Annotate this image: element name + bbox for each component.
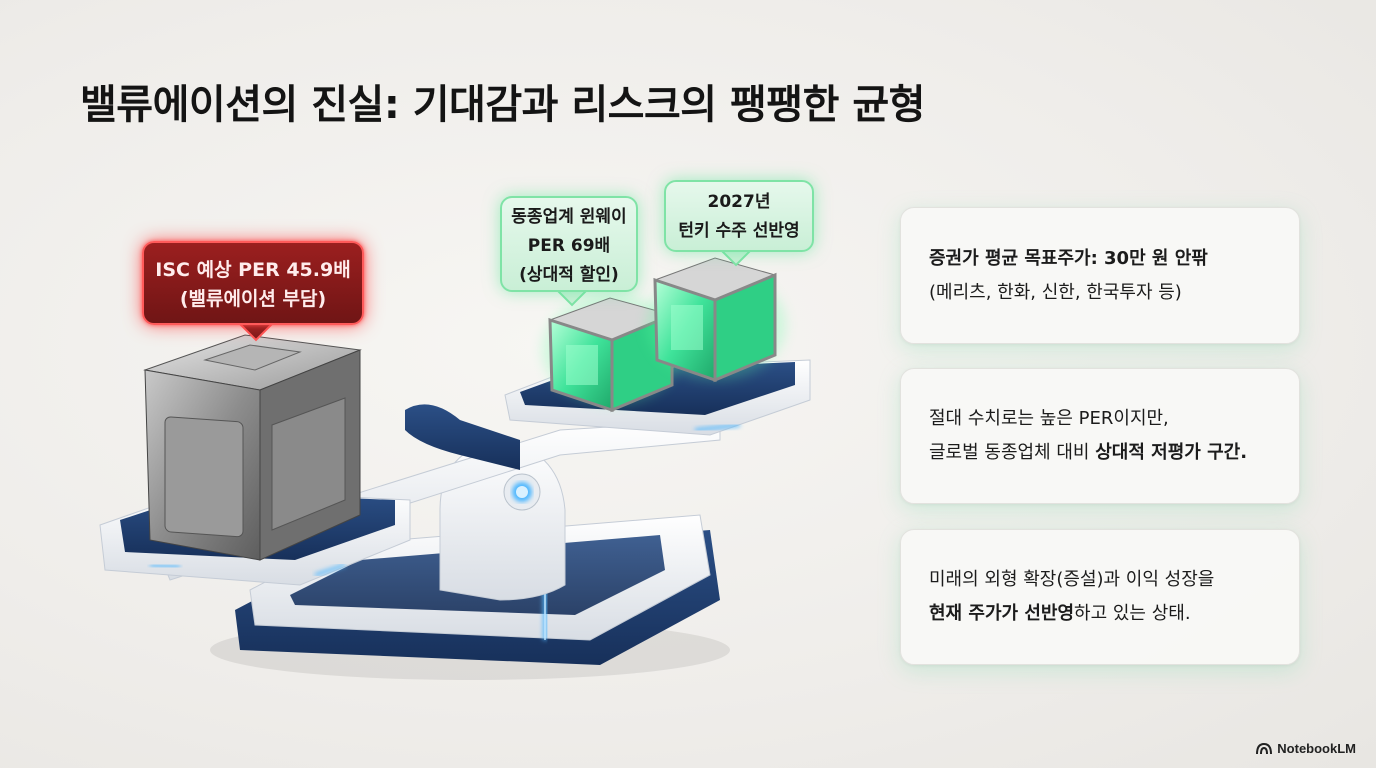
priced-in-line2: 현재 주가가 선반영하고 있는 상태. xyxy=(929,597,1271,631)
peer-per-label: 동종업계 윈웨이 PER 69배 (상대적 할인) xyxy=(500,196,638,292)
peer-per-line2: PER 69배 xyxy=(527,236,611,256)
notebooklm-logo-icon xyxy=(1256,742,1273,754)
heavy-metal-cube xyxy=(143,334,362,561)
page-title: 밸류에이션의 진실: 기대감과 리스크의 팽팽한 균형 xyxy=(80,82,925,128)
order-line2: 턴키 수주 선반영 xyxy=(678,221,800,241)
isc-per-line1: ISC 예상 PER 45.9배 xyxy=(155,259,351,281)
green-glass-cube-2 xyxy=(646,257,786,383)
info-card-relative-valuation: 절대 수치로는 높은 PER이지만, 글로벌 동종업체 대비 상대적 저평가 구… xyxy=(900,368,1300,504)
isc-per-label: ISC 예상 PER 45.9배 (밸류에이션 부담) xyxy=(142,241,364,325)
relative-valuation-normal: 글로벌 동종업체 대비 xyxy=(929,442,1096,463)
brand-label: NotebookLM xyxy=(1277,741,1356,756)
order-label: 2027년 턴키 수주 선반영 xyxy=(664,180,814,252)
info-card-target-price: 증권가 평균 목표주가: 30만 원 안팎 (메리츠, 한화, 신한, 한국투자… xyxy=(900,207,1300,344)
relative-valuation-line2: 글로벌 동종업체 대비 상대적 저평가 구간. xyxy=(929,436,1271,470)
peer-per-line1: 동종업계 윈웨이 xyxy=(511,207,627,227)
info-card-priced-in: 미래의 외형 확장(증설)과 이익 성장을 현재 주가가 선반영하고 있는 상태… xyxy=(900,529,1300,665)
notebooklm-brand: NotebookLM xyxy=(1256,741,1356,756)
balance-scale-illustration xyxy=(99,250,811,680)
relative-valuation-bold: 상대적 저평가 구간. xyxy=(1095,442,1248,463)
target-price-text: 증권가 평균 목표주가: 30만 원 안팎 xyxy=(929,247,1208,269)
priced-in-bold: 현재 주가가 선반영 xyxy=(929,603,1075,624)
priced-in-line1: 미래의 외형 확장(증설)과 이익 성장을 xyxy=(929,569,1215,590)
relative-valuation-line1: 절대 수치로는 높은 PER이지만, xyxy=(929,408,1169,429)
peer-per-line3: (상대적 할인) xyxy=(519,265,619,285)
order-line1: 2027년 xyxy=(707,192,771,212)
priced-in-normal: 하고 있는 상태. xyxy=(1074,603,1191,624)
isc-per-line2: (밸류에이션 부담) xyxy=(179,288,327,310)
brokers-text: (메리츠, 한화, 신한, 한국투자 등) xyxy=(929,281,1182,303)
